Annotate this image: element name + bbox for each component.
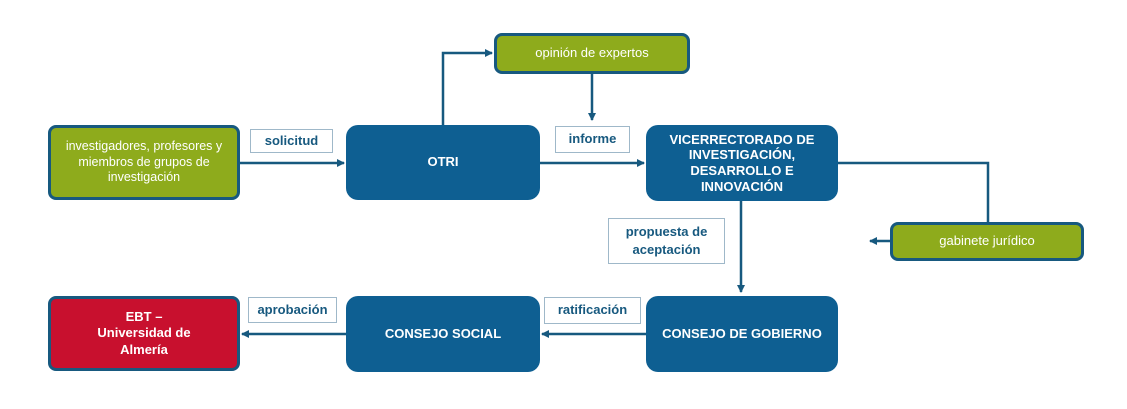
label-informe: informe bbox=[555, 126, 630, 153]
label-aprobacion: aprobación bbox=[248, 297, 337, 323]
node-ebt: EBT – Universidad de Almería bbox=[48, 296, 240, 371]
node-gabinete-juridico: gabinete jurídico bbox=[890, 222, 1084, 261]
label-solicitud: solicitud bbox=[250, 129, 333, 153]
node-consejo-gobierno: CONSEJO DE GOBIERNO bbox=[646, 296, 838, 372]
node-vicerrectorado: VICERRECTORADO DE INVESTIGACIÓN, DESARRO… bbox=[646, 125, 838, 201]
node-opinion-expertos: opinión de expertos bbox=[494, 33, 690, 74]
node-consejo-social: CONSEJO SOCIAL bbox=[346, 296, 540, 372]
label-propuesta: propuesta de aceptación bbox=[608, 218, 725, 264]
arrow-otri-expertos bbox=[441, 49, 493, 125]
line-vicerrectorado-gabinete bbox=[838, 161, 990, 222]
node-investigadores: investigadores, profesores y miembros de… bbox=[48, 125, 240, 200]
label-ratificacion: ratificación bbox=[544, 297, 641, 324]
node-otri: OTRI bbox=[346, 125, 540, 200]
